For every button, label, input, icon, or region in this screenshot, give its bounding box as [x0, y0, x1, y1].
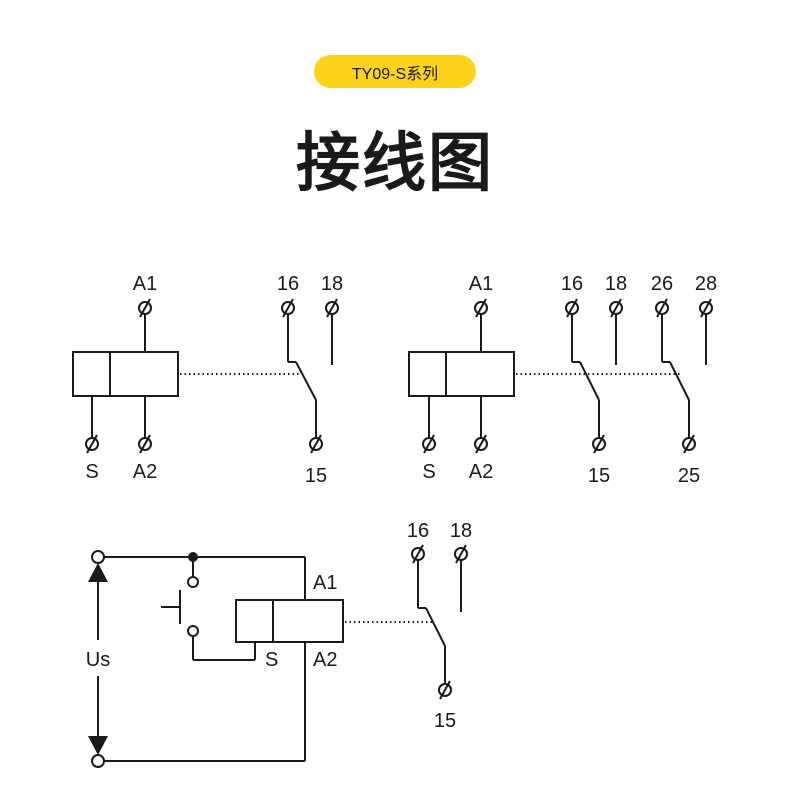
series-badge-label: TY09-S系列 [351, 65, 439, 83]
page-title: 接线图 [296, 127, 494, 201]
contact-switch [295, 361, 317, 401]
contact-switch-1 [579, 361, 600, 401]
arrow-up-icon [88, 563, 108, 582]
label-15: 15 [305, 465, 327, 487]
label-15: 15 [434, 710, 456, 732]
arrow-down-icon [88, 736, 108, 755]
label-16: 16 [277, 273, 299, 295]
diagram-2: A1 S A2 16 18 15 26 28 25 [408, 273, 717, 487]
terminal-a2 [474, 434, 488, 454]
label-25: 25 [678, 465, 700, 487]
diagram-1: A1 S A2 16 18 15 [72, 273, 343, 487]
series-badge: TY09-S系列 [314, 55, 476, 88]
label-a1: A1 [313, 572, 337, 594]
label-16: 16 [407, 520, 429, 542]
terminal-25 [682, 434, 696, 454]
label-us: Us [86, 649, 110, 671]
terminal-s [85, 434, 99, 454]
supply-terminal-bottom [91, 754, 105, 768]
terminal-s [422, 434, 436, 454]
label-a1: A1 [469, 273, 493, 295]
terminal-15 [592, 434, 606, 454]
label-a2: A2 [313, 649, 337, 671]
contact-switch [425, 607, 446, 647]
label-18: 18 [450, 520, 472, 542]
relay-coil-box [408, 351, 515, 397]
label-a2: A2 [133, 461, 157, 483]
label-s: S [422, 461, 435, 483]
label-16: 16 [561, 273, 583, 295]
label-18: 18 [605, 273, 627, 295]
label-a1: A1 [133, 273, 157, 295]
terminal-15 [438, 680, 452, 700]
relay-coil-box [72, 351, 179, 397]
relay-coil-box [235, 599, 344, 643]
control-switch-contact-top [187, 576, 199, 588]
terminal-a2 [138, 434, 152, 454]
label-s: S [265, 649, 278, 671]
contact-switch-2 [669, 361, 690, 401]
terminal-15 [309, 434, 323, 454]
label-s: S [85, 461, 98, 483]
label-15: 15 [588, 465, 610, 487]
diagram-3: Us A1 S A2 16 18 15 [86, 520, 472, 768]
label-18: 18 [321, 273, 343, 295]
supply-terminal-top [91, 550, 105, 564]
label-a2: A2 [469, 461, 493, 483]
control-switch-contact-bottom [187, 625, 199, 637]
label-26: 26 [651, 273, 673, 295]
label-28: 28 [695, 273, 717, 295]
